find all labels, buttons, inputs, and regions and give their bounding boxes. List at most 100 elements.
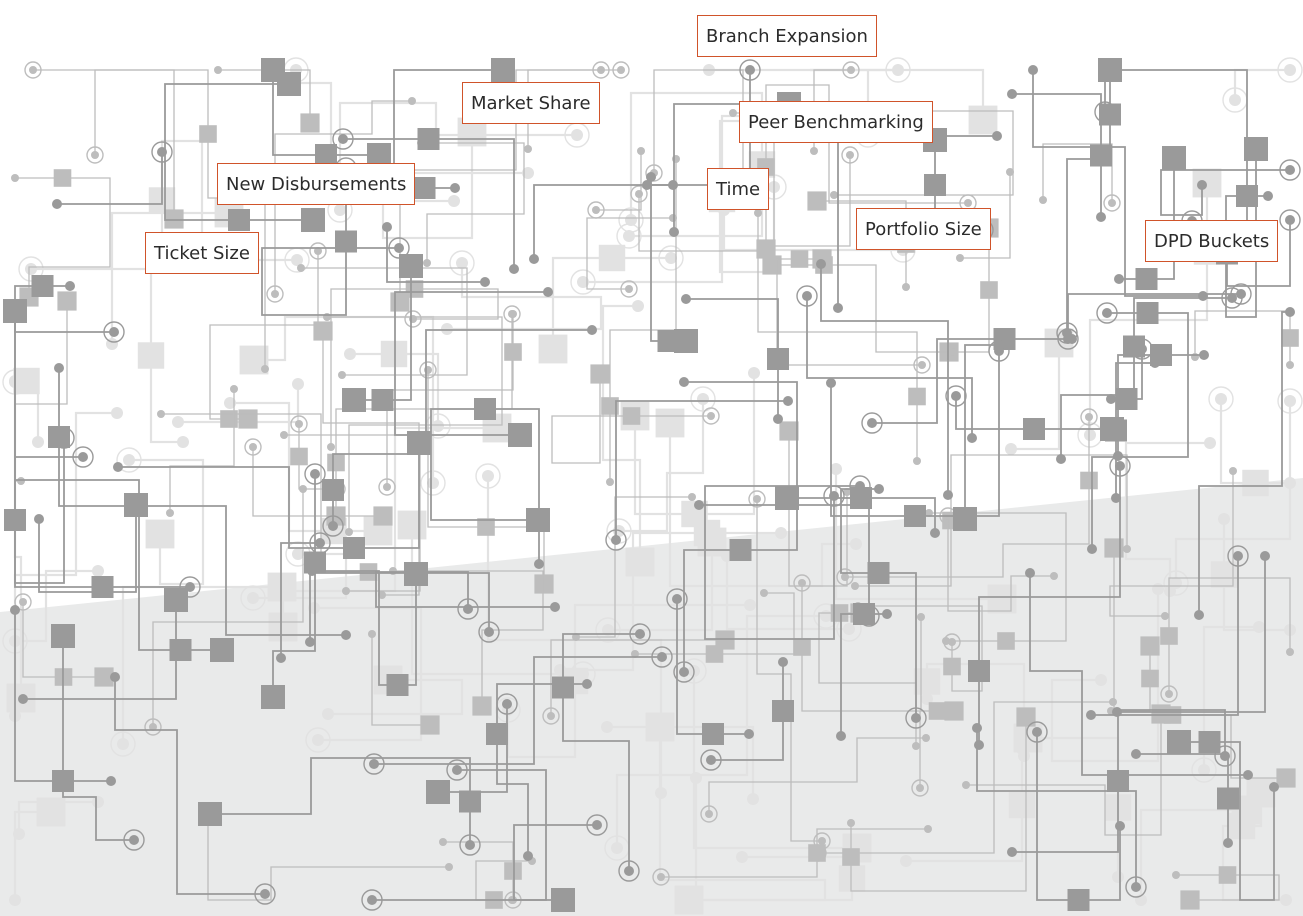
circuit-node-dot [992,131,1002,141]
circuit-node-dot [129,835,139,845]
circuit-node-dot [902,283,910,291]
circuit-trace [22,602,104,678]
circuit-node-dot [123,454,135,466]
circuit-chip [850,487,872,509]
circuit-chip [1246,778,1276,808]
circuit-node-dot [78,452,88,462]
circuit-node-ring [629,623,651,645]
circuit-chip [13,367,40,395]
circuit-node-dot [747,793,759,805]
circuit-node-dot [297,264,305,272]
circuit-node-ring [943,633,961,651]
circuit-node-ring [1214,745,1236,767]
circuit-node-dot [13,828,25,840]
circuit-node-dot [773,414,783,424]
circuit-node-dot [577,668,589,680]
circuit-node-dot [509,264,519,274]
circuit-trace [430,408,540,564]
circuit-node-ring [690,386,716,412]
circuit-node-dot [1172,871,1180,879]
circuit-node-ring [478,621,500,643]
circuit-node-dot [368,630,376,638]
circuit-mid-layer [11,61,1299,910]
circuit-node-dot [1233,551,1243,561]
circuit-node-ring [103,321,125,343]
circuit-chip [928,702,947,720]
circuit-node-dot [271,290,279,298]
circuit-trace [601,304,642,562]
circuit-node-dot [679,667,689,677]
circuit-trace [1117,354,1204,456]
circuit-chip [838,865,866,892]
circuit-node-ring [836,568,854,586]
circuit-chip [417,128,440,150]
circuit-trace [960,172,1011,259]
circuit-node-dot [1115,821,1125,831]
circuit-node-dot [1113,451,1123,461]
circuit-trace [709,68,985,120]
circuit-trace [676,599,749,735]
circuit-node-dot [1215,393,1227,405]
circuit-chip [1167,730,1191,754]
circuit-node-ring [449,250,475,276]
circuit-node-dot [925,509,933,517]
circuit-trace [272,70,379,156]
circuit-trace [708,737,926,814]
circuit-node-dot [592,206,600,214]
circuit-node-ring [388,237,410,259]
circuit-node-dot [967,433,977,443]
circuit-node-dot [1260,551,1270,561]
circuit-node-dot [1005,443,1017,455]
circuit-node-dot [310,469,320,479]
circuit-trace [129,458,205,586]
circuit-chip [1217,787,1239,810]
circuit-trace [1160,169,1290,216]
circuit-trace [58,368,346,636]
circuit-node-ring [1208,386,1234,412]
circuit-trace [371,634,430,726]
circuit-node-dot [338,371,346,379]
circuit-node-dot [522,167,534,179]
circuit-node-dot [951,391,961,401]
circuit-trace [845,417,1090,578]
circuit-chip [772,700,794,722]
circuit-node-ring [266,285,284,303]
circuit-node-ring [116,447,142,473]
circuit-chip [867,562,890,584]
circuit-node-dot [456,257,468,269]
circuit-chip [327,453,345,472]
circuit-node-dot [571,129,583,141]
circuit-node-dot [1084,429,1096,441]
circuit-trace [301,267,468,376]
circuit-node-dot [974,740,984,750]
circuit-trace [1233,68,1290,100]
circuit-node-ring [841,146,859,164]
circuit-node-dot [913,457,921,465]
circuit-node-dot [452,765,462,775]
circuit-chip [1244,137,1268,161]
circuit-node-dot [748,367,760,379]
circuit-node-dot [65,281,75,291]
circuit-node-dot [327,443,335,451]
circuit-node-dot [291,254,303,266]
circuit-node-dot [1109,698,1117,706]
circuit-chip [94,667,114,687]
circuit-chip [1281,329,1299,347]
circuit-node-ring [420,470,446,496]
circuit-node-dot [19,598,27,606]
circuit-chip [657,330,680,352]
circuit-node-dot [1280,894,1292,906]
circuit-trace [1091,312,1189,549]
circuit-node-ring [309,532,331,554]
circuit-node-dot [826,378,836,388]
circuit-trace [711,662,784,761]
circuit-node-dot [635,629,645,639]
circuit-node-dot [25,263,37,275]
circuit-trace [964,344,1000,519]
circuit-node-dot [623,230,635,242]
circuit-trace [562,633,640,871]
circuit-chip [705,645,724,663]
circuit-node-dot [847,819,855,827]
circuit-node-dot [312,734,324,746]
circuit-trace [806,296,973,438]
